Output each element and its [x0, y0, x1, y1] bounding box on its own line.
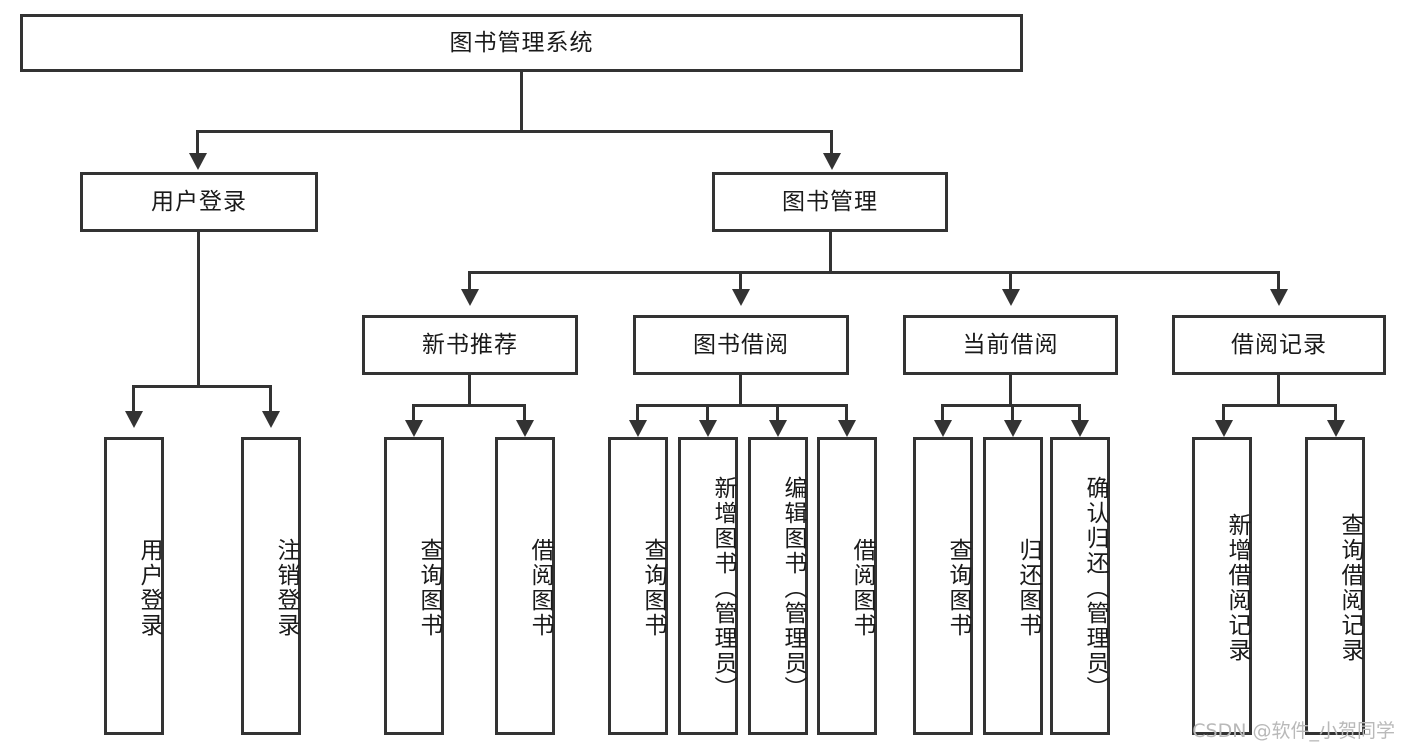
node-label: 编辑图书（管理员）: [780, 475, 806, 701]
arrowhead-book-manage-new-book: [461, 289, 479, 306]
arrowhead-user-login-leaf-2: [262, 411, 280, 428]
node-book-borrow: 图书借阅: [633, 315, 849, 375]
connector-book-manage-to-current-borrow: [1009, 271, 1012, 291]
connector-new-book-leaf-1: [412, 404, 415, 423]
node-user-login: 用户登录: [80, 172, 318, 232]
node-label: 查询图书: [640, 538, 666, 638]
node-label: 查询图书: [945, 538, 971, 638]
arrowhead-book-manage-current-borrow: [1002, 289, 1020, 306]
node-label: 新书推荐: [422, 331, 518, 358]
connector-current-borrow-stem: [1009, 375, 1012, 406]
connector-book-borrow-leaf-4: [845, 404, 848, 423]
node-borrow-record: 借阅记录: [1172, 315, 1386, 375]
arrowhead-user-login-leaf-1: [125, 411, 143, 428]
arrowhead-borrow-record-leaf-2: [1327, 420, 1345, 437]
node-label: 注销登录: [273, 538, 299, 638]
node-label: 图书管理: [782, 188, 878, 215]
node-current-borrow: 当前借阅: [903, 315, 1118, 375]
arrowhead-current-borrow-leaf-3: [1071, 420, 1089, 437]
connector-book-manage-to-new-book: [468, 271, 471, 291]
node-label: 用户登录: [151, 188, 247, 215]
node-label: 借阅记录: [1231, 331, 1327, 358]
node-root-system: 图书管理系统: [20, 14, 1023, 72]
connector-current-borrow-leaf-3: [1078, 404, 1081, 423]
arrowhead-book-borrow-leaf-3: [769, 420, 787, 437]
node-leaf-return-book: 归还图书: [983, 437, 1043, 735]
arrowhead-current-borrow-leaf-1: [934, 420, 952, 437]
connector-new-book-leaf-2: [523, 404, 526, 423]
connector-borrow-record-leaf-1: [1222, 404, 1225, 423]
node-leaf-query-book-1: 查询图书: [384, 437, 444, 735]
arrowhead-book-borrow-leaf-2: [699, 420, 717, 437]
node-label: 查询借阅记录: [1337, 513, 1363, 663]
connector-book-manage-bar: [468, 271, 1280, 274]
arrowhead-new-book-leaf-1: [405, 420, 423, 437]
node-label: 借阅图书: [527, 538, 553, 638]
arrowhead-new-book-leaf-2: [516, 420, 534, 437]
connector-root-to-book-manage: [830, 130, 833, 156]
connector-book-borrow-leaf-1: [636, 404, 639, 423]
connector-book-borrow-leaf-3: [776, 404, 779, 423]
connector-new-book-stem: [468, 375, 471, 406]
node-book-manage: 图书管理: [712, 172, 948, 232]
connector-user-login-stem: [197, 232, 200, 387]
connector-borrow-record-bar: [1222, 404, 1337, 407]
connector-user-login-to-leaf-1: [132, 385, 135, 413]
node-label: 图书借阅: [693, 331, 789, 358]
node-new-book-recommend: 新书推荐: [362, 315, 578, 375]
node-leaf-add-book: 新增图书（管理员）: [678, 437, 738, 735]
arrowhead-root-to-book-manage: [823, 153, 841, 170]
node-leaf-query-book-3: 查询图书: [913, 437, 973, 735]
node-label: 查询图书: [416, 538, 442, 638]
arrowhead-root-to-user-login: [189, 153, 207, 170]
connector-book-borrow-leaf-2: [706, 404, 709, 423]
connector-root-bar: [196, 130, 833, 133]
connector-user-login-bar: [132, 385, 270, 388]
connector-book-manage-to-borrow-record: [1277, 271, 1280, 291]
connector-new-book-bar: [412, 404, 526, 407]
arrowhead-book-borrow-leaf-1: [629, 420, 647, 437]
connector-book-manage-stem: [829, 232, 832, 273]
arrowhead-book-manage-borrow-record: [1270, 289, 1288, 306]
node-leaf-borrow-book-1: 借阅图书: [495, 437, 555, 735]
node-label: 新增图书（管理员）: [710, 475, 736, 701]
node-leaf-query-book-2: 查询图书: [608, 437, 668, 735]
node-leaf-edit-book: 编辑图书（管理员）: [748, 437, 808, 735]
node-label: 借阅图书: [849, 538, 875, 638]
node-label: 当前借阅: [962, 331, 1059, 358]
node-label: 确认归还（管理员）: [1082, 475, 1108, 701]
node-leaf-query-record: 查询借阅记录: [1305, 437, 1365, 735]
arrowhead-current-borrow-leaf-2: [1004, 420, 1022, 437]
arrowhead-book-borrow-leaf-4: [838, 420, 856, 437]
arrowhead-borrow-record-leaf-1: [1215, 420, 1233, 437]
node-leaf-confirm-return: 确认归还（管理员）: [1050, 437, 1110, 735]
connector-current-borrow-leaf-1: [941, 404, 944, 423]
node-label: 新增借阅记录: [1224, 513, 1250, 663]
node-leaf-borrow-book-2: 借阅图书: [817, 437, 877, 735]
node-leaf-user-login: 用户登录: [104, 437, 164, 735]
connector-book-borrow-stem: [739, 375, 742, 406]
connector-borrow-record-leaf-2: [1334, 404, 1337, 423]
node-label: 归还图书: [1015, 538, 1041, 638]
connector-book-borrow-bar: [636, 404, 848, 407]
connector-borrow-record-stem: [1277, 375, 1280, 406]
arrowhead-book-manage-book-borrow: [732, 289, 750, 306]
node-label: 图书管理系统: [449, 29, 594, 56]
connector-root-to-user-login: [196, 130, 199, 156]
connector-user-login-to-leaf-2: [269, 385, 272, 413]
connector-root-stem: [520, 72, 523, 132]
node-label: 用户登录: [136, 538, 162, 638]
connector-current-borrow-leaf-2: [1011, 404, 1014, 423]
connector-book-manage-to-book-borrow: [739, 271, 742, 291]
node-leaf-add-record: 新增借阅记录: [1192, 437, 1252, 735]
node-leaf-logout: 注销登录: [241, 437, 301, 735]
